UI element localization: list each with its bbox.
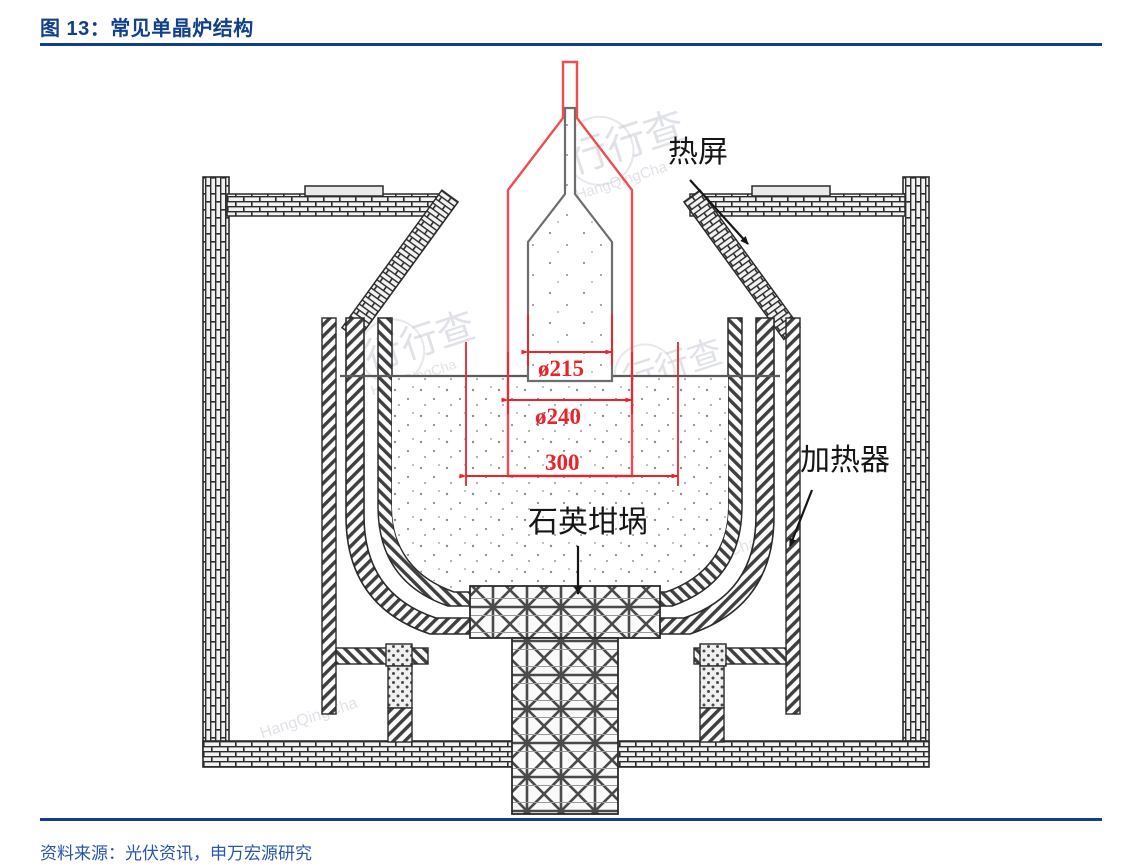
annotation-heater: 加热器 xyxy=(788,444,890,547)
furnace-cross-section-svg: 行行查 HangQingCha 行行查 HangQingCha 行行查 Hang… xyxy=(202,60,930,815)
annotation-heat-shield: 热屏 xyxy=(668,136,749,245)
heater-supports xyxy=(335,643,787,743)
page-title: 图 13：常见单晶炉结构 xyxy=(40,18,254,40)
figure-header: 图 13：常见单晶炉结构 xyxy=(0,0,1140,46)
annotation-label-heater: 加热器 xyxy=(800,444,890,477)
annotation-arrow-heater xyxy=(788,489,814,547)
dimension-label-300: 300 xyxy=(545,450,580,475)
dimension-label-240: ø240 xyxy=(535,404,581,429)
crucible-pedestal xyxy=(469,585,661,815)
annotation-label-quartz-crucible: 石英坩埚 xyxy=(528,506,648,539)
annotation-arrow-heat-shield xyxy=(689,179,749,245)
crystal-ingot-inner xyxy=(526,106,614,383)
dimension-lines xyxy=(459,314,679,486)
dimension-label-215: ø215 xyxy=(538,356,584,381)
footer-divider xyxy=(40,818,1102,821)
furnace-diagram: 行行查 HangQingCha 行行查 HangQingCha 行行查 Hang… xyxy=(0,46,1140,818)
furnace-top-lids xyxy=(226,185,906,217)
source-note: 资料来源：光伏资讯，申万宏源研究 xyxy=(40,844,312,863)
annotation-label-heat-shield: 热屏 xyxy=(668,136,728,169)
header-divider xyxy=(40,43,1102,46)
annotation-quartz-crucible: 石英坩埚 xyxy=(528,506,648,595)
heater-part xyxy=(321,317,801,715)
svg-text:HangQingCha: HangQingCha xyxy=(258,695,360,743)
figure-footer: 资料来源：光伏资讯，申万宏源研究 xyxy=(0,818,1140,867)
